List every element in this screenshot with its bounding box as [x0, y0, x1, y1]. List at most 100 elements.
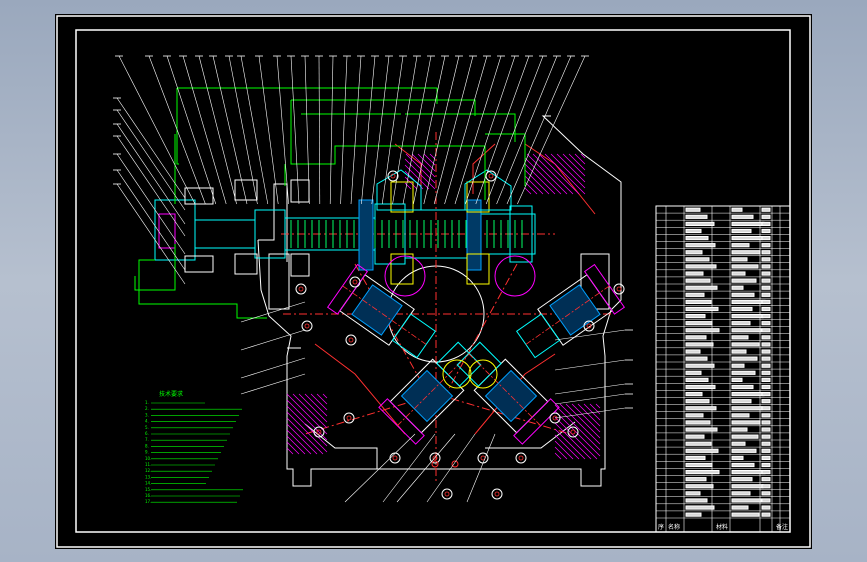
cylinder-bottom-left-part-2	[436, 341, 482, 387]
parts-entry-mat-3	[731, 228, 752, 234]
hatch-lower-left	[298, 393, 328, 423]
hatch-lower-left	[286, 429, 312, 455]
bolt-hole-center-17	[488, 173, 494, 179]
dim-top-5	[405, 113, 516, 142]
note-line-9: 10.	[145, 456, 151, 461]
parts-entry-qty-43	[761, 512, 771, 517]
parts-entry-qty-32	[761, 434, 771, 439]
cylinder-bottom-right-part-2	[456, 341, 502, 387]
leader-top-27	[475, 55, 530, 205]
bolt-hole-center-5	[316, 429, 322, 435]
parts-entry-mat-6	[731, 250, 761, 255]
parts-entry-mat-19	[731, 342, 760, 347]
parts-entry-name-5	[685, 243, 716, 248]
bolt-hole-center-1	[352, 279, 358, 285]
parts-entry-qty-30	[761, 420, 771, 425]
parts-entry-qty-41	[761, 498, 771, 503]
parts-entry-mat-27	[731, 399, 752, 404]
leader-top-22	[423, 55, 460, 205]
parts-entry-qty-31	[761, 427, 771, 432]
parts-entry-name-17	[685, 328, 720, 333]
parts-entry-name-7	[685, 257, 710, 262]
hatch-lower-right	[554, 422, 592, 460]
leader-top-14	[340, 55, 348, 205]
leader-bottom-0	[344, 433, 416, 503]
flange-bolt-4	[234, 253, 258, 275]
bolt-hole-5	[313, 426, 325, 438]
hatch-upper-right	[524, 169, 550, 195]
parts-entry-mat-42	[731, 505, 749, 510]
parts-entry-mat-24	[731, 377, 743, 382]
leader-bottom-2	[396, 433, 456, 503]
title-footer-3: 材料	[716, 523, 728, 531]
parts-entry-name-10	[685, 278, 711, 283]
bolt-hole-center-0	[298, 286, 304, 292]
bolt-hole-8	[567, 426, 579, 438]
parts-entry-qty-4	[761, 235, 771, 241]
parts-entry-mat-20	[731, 349, 747, 354]
bolt-hole-12	[515, 452, 527, 464]
parts-entry-qty-21	[761, 356, 771, 361]
cylinder-left-part-4	[342, 285, 427, 345]
red-detail-5	[474, 353, 556, 435]
parts-entry-name-11	[685, 285, 718, 290]
parts-entry-mat-29	[731, 413, 750, 418]
note-line-5: 6.	[145, 431, 149, 436]
parts-entry-qty-10	[761, 278, 771, 283]
leader-top-23	[433, 55, 474, 205]
cylinder-right	[515, 263, 626, 359]
parts-entry-qty-11	[761, 285, 771, 290]
parts-entry-mat-13	[731, 299, 766, 304]
parts-entry-name-18	[685, 335, 707, 340]
parts-entry-mat-9	[731, 271, 746, 276]
leader-right-2	[554, 383, 626, 395]
parts-entry-qty-34	[761, 448, 771, 453]
dim-top-3	[291, 99, 476, 116]
parts-entry-mat-37	[731, 469, 766, 475]
note-line-14: 15.	[145, 487, 151, 492]
bearing-2	[466, 199, 482, 271]
note-line-12: 13.	[145, 474, 151, 479]
parts-entry-mat-34	[731, 448, 757, 453]
parts-entry-qty-1	[761, 214, 771, 219]
parts-entry-mat-38	[731, 477, 753, 482]
parts-entry-name-16	[685, 321, 713, 326]
red-detail-4	[314, 343, 406, 435]
leader-right-0	[554, 329, 626, 341]
leader-top-5	[212, 55, 248, 205]
leader-top-7	[240, 55, 269, 205]
parts-entry-qty-36	[761, 462, 771, 468]
hatch-lower-left	[286, 399, 328, 441]
parts-entry-name-0	[685, 207, 701, 212]
hatch-upper-right	[538, 153, 580, 195]
leader-top-17	[371, 55, 390, 205]
parts-entry-mat-15	[731, 313, 764, 319]
parts-entry-name-15	[685, 313, 706, 319]
parts-entry-name-13	[685, 299, 712, 304]
leader-left-1	[116, 109, 186, 211]
housing-lower-right	[485, 421, 576, 449]
housing-outline	[257, 115, 622, 487]
bolt-hole-center-10	[432, 455, 438, 461]
dim-top-1	[177, 87, 438, 104]
bolt-hole-14	[491, 488, 503, 500]
parts-entry-qty-40	[761, 491, 771, 496]
parts-entry-name-36	[685, 462, 713, 468]
hatch-upper-right	[544, 153, 586, 195]
leader-right-4	[554, 407, 626, 419]
note-line-8: 9.	[145, 450, 149, 455]
parts-entry-name-23	[685, 370, 702, 375]
parts-entry-name-8	[685, 264, 717, 269]
hatch-upper-mid	[404, 176, 418, 190]
leader-left-4	[116, 153, 186, 255]
outer-border	[56, 15, 811, 548]
note-line-16: 17.	[145, 499, 151, 504]
flange-bolt-5	[290, 179, 310, 203]
parts-entry-mat-30	[731, 420, 761, 425]
leader-top-30	[506, 55, 572, 205]
bolt-hole-center-14	[494, 491, 500, 497]
parts-entry-qty-9	[761, 271, 771, 276]
bolt-hole-center-13	[444, 491, 450, 497]
parts-entry-qty-23	[761, 370, 771, 375]
